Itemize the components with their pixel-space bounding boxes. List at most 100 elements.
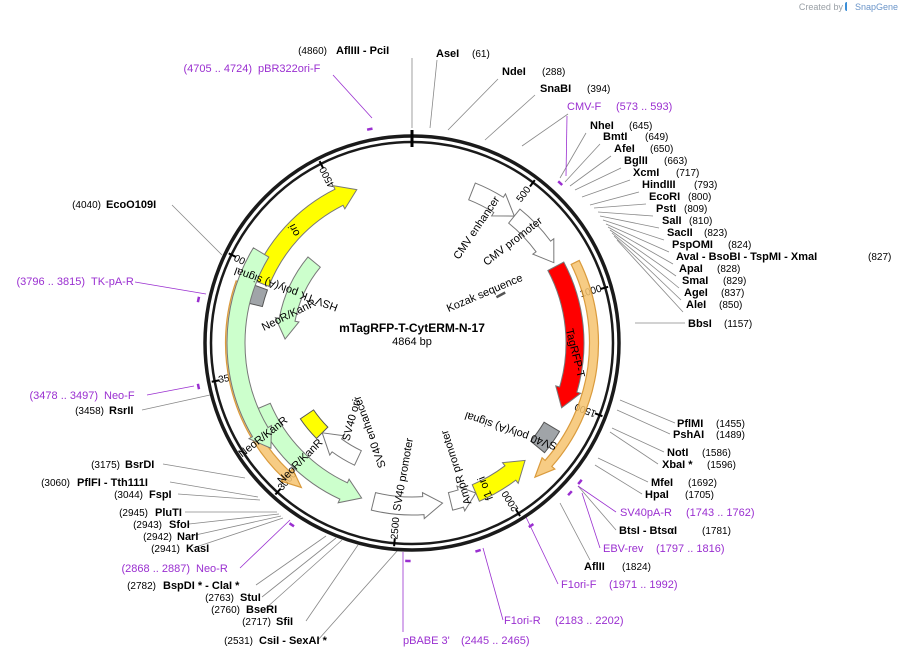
tick-mark: [514, 508, 521, 517]
site-leader-line: [317, 549, 399, 641]
leader-lines: [134, 58, 685, 641]
site-pos: (3175): [91, 460, 120, 471]
site-leader-line: [192, 517, 284, 549]
primer-range: (1971 .. 1992): [609, 579, 678, 591]
site-name: PflFI - Tth111I: [77, 477, 148, 489]
site-name: SnaBI: [540, 83, 571, 95]
site-pos: (649): [645, 132, 668, 143]
site-name: BseRI: [246, 604, 277, 616]
site-name: AgeI: [684, 287, 708, 299]
primer-name: EBV-rev: [603, 543, 644, 555]
site-leader-line: [559, 502, 591, 561]
site-pos: (1781): [702, 526, 731, 537]
feature-arrow: [253, 402, 363, 504]
site-name: XcmI: [633, 167, 659, 179]
feature-block: [529, 421, 561, 454]
site-leader-line: [521, 113, 569, 147]
primer-range: (1743 .. 1762): [686, 507, 755, 519]
primer-range: (4705 .. 4724): [184, 63, 253, 75]
tick-mark: [529, 179, 536, 188]
tick-mark: [228, 252, 237, 258]
site-leader-line: [484, 94, 536, 141]
site-name: NheI: [590, 120, 614, 132]
site-pos: (3044): [114, 490, 143, 501]
tick-label: 2500: [389, 516, 402, 540]
site-name: StuI: [240, 592, 261, 604]
site-leader-line: [597, 457, 649, 483]
site-pos: (1705): [685, 490, 714, 501]
tick-mark: [211, 379, 220, 383]
site-name: PflMI: [677, 418, 703, 430]
site-pos: (2531): [224, 636, 253, 647]
site-name: AleI: [686, 299, 706, 311]
site-name: RsrII: [109, 405, 133, 417]
site-pos: (4040): [72, 200, 101, 211]
site-pos: (850): [719, 300, 742, 311]
site-leader-line: [605, 223, 670, 253]
site-labels: (4860) AflIII - PciI AseI (61) NdeI (288…: [17, 45, 892, 647]
tick-mark: [600, 285, 609, 290]
site-pos: (823): [704, 228, 727, 239]
site-leader-line: [611, 427, 665, 453]
feature-arrow: [547, 261, 585, 409]
primer-leader-line: [239, 519, 291, 569]
site-pos: (1455): [716, 419, 745, 430]
site-leader-line: [602, 219, 665, 241]
site-name: MfeI: [651, 477, 673, 489]
site-leader-line: [162, 463, 246, 479]
site-pos: (828): [717, 264, 740, 275]
site-name: NdeI: [502, 66, 526, 78]
primer-mark: [196, 296, 201, 303]
site-pos: (1596): [707, 460, 736, 471]
site-leader-line: [616, 239, 684, 313]
primer-mark: [577, 479, 583, 485]
primer-name: pBABE 3': [403, 635, 450, 647]
primer-mark: [475, 548, 482, 553]
site-pos: (829): [723, 276, 746, 287]
site-pos: (3458): [75, 406, 104, 417]
site-pos: (717): [676, 168, 699, 179]
site-leader-line: [188, 513, 280, 525]
primer-name: F1ori-F: [561, 579, 597, 591]
feature-arrow: [226, 247, 272, 449]
site-name: AflII: [584, 561, 605, 573]
site-name: HpaI: [645, 489, 669, 501]
site-leader-line: [616, 409, 671, 435]
primer-leader-line: [482, 547, 504, 621]
site-pos: (650): [650, 144, 673, 155]
site-pos: (3060): [41, 478, 70, 489]
site-pos: (1489): [716, 430, 745, 441]
primer-range: (2445 .. 2465): [461, 635, 530, 647]
primer-leader-line: [577, 485, 617, 513]
plasmid-name: mTagRFP-T-CytERM-N-17: [339, 321, 485, 335]
tick-mark: [274, 487, 282, 496]
site-name: AvaI - BsoBI - TspMI - XmaI: [676, 251, 817, 263]
primer-name: Neo-R: [196, 563, 228, 575]
site-pos: (810): [689, 216, 712, 227]
site-leader-line: [607, 226, 674, 265]
site-leader-line: [609, 229, 677, 277]
site-leader-line: [593, 203, 647, 209]
site-leader-line: [594, 464, 643, 495]
plasmid-size: 4864 bp: [392, 336, 432, 348]
tick-mark: [318, 160, 325, 169]
site-name: BsrDI: [125, 459, 154, 471]
site-name: NotI: [667, 447, 688, 459]
site-pos: (793): [694, 180, 717, 191]
feature-arrow: [471, 459, 526, 502]
primer-name: TK-pA-R: [91, 276, 134, 288]
site-leader-line: [581, 179, 631, 198]
site-leader-line: [597, 211, 654, 217]
site-name: NarI: [177, 531, 198, 543]
site-name: AfeI: [614, 143, 635, 155]
site-name: BglII: [624, 155, 648, 167]
site-name: KasI: [186, 543, 209, 555]
orange-feature-arc: [533, 259, 600, 479]
feature-layer: [196, 127, 600, 563]
site-pos: (2760): [211, 605, 240, 616]
primer-leader-line: [134, 281, 207, 295]
site-leader-line: [169, 481, 259, 498]
feature-block: [299, 409, 329, 440]
site-leader-line: [609, 431, 659, 465]
primer-mark: [366, 127, 373, 131]
